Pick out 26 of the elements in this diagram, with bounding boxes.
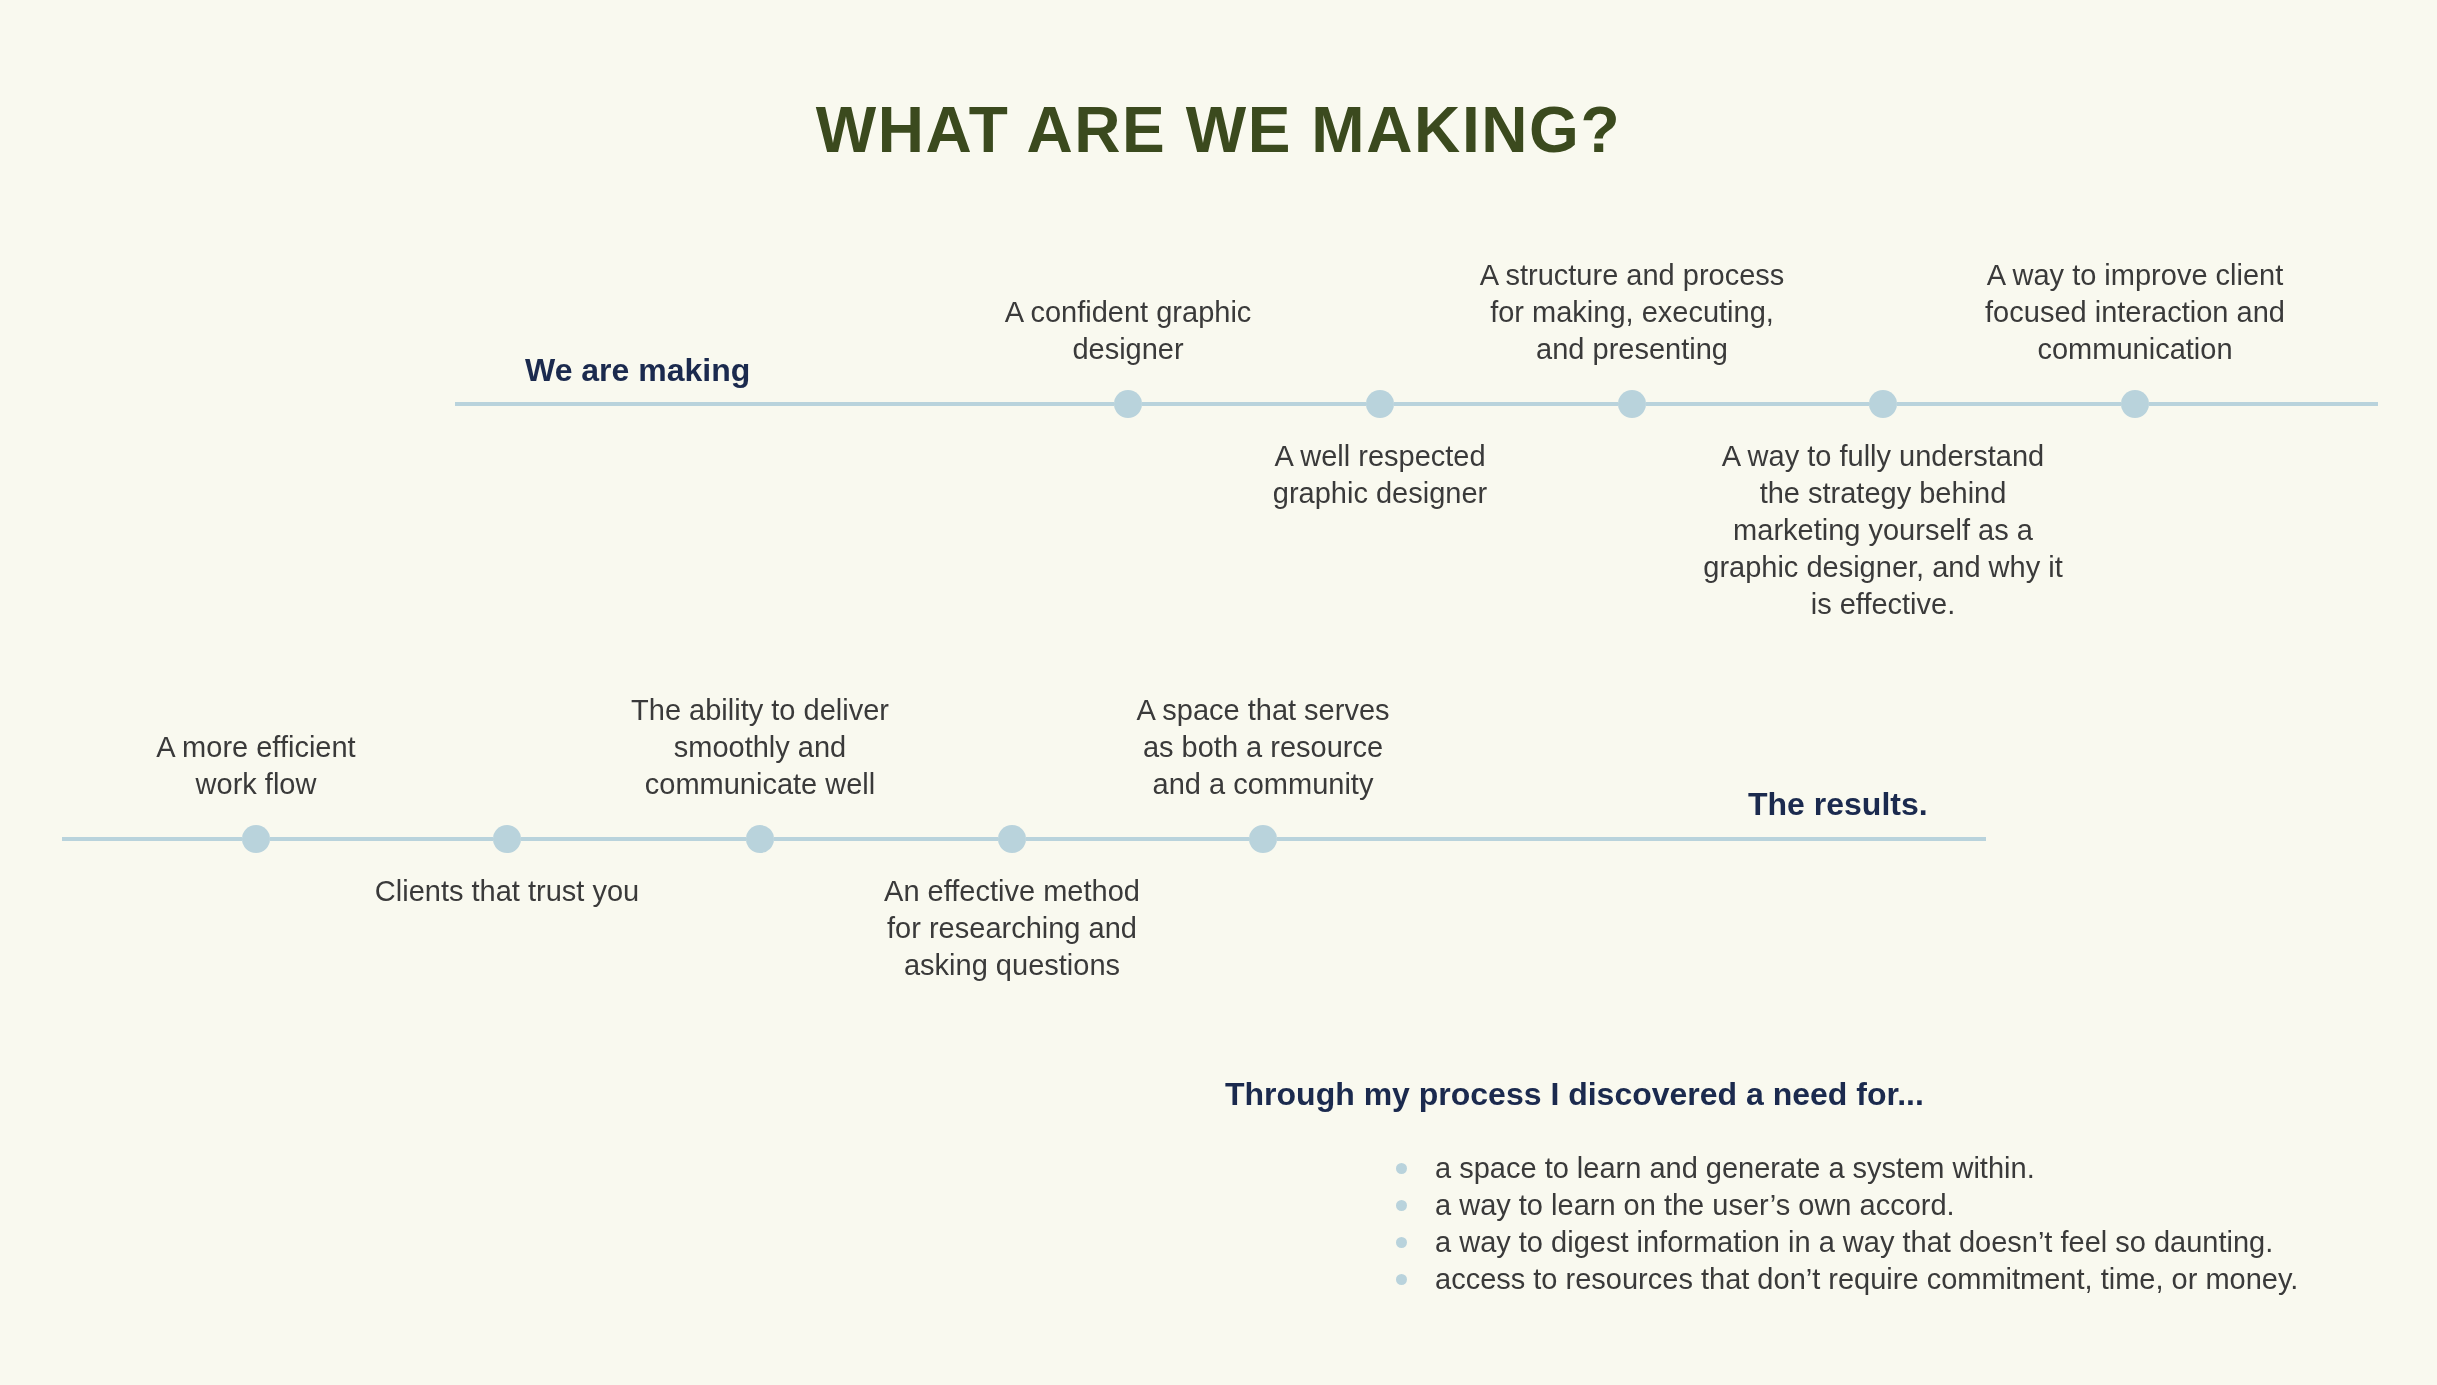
timeline-segment — [521, 837, 746, 841]
timeline-segment — [1646, 402, 1869, 406]
milestone-text: A confident graphic designer — [1003, 295, 1253, 367]
bullet-text: a way to learn on the user’s own accord. — [1435, 1187, 1955, 1223]
bullet-text: a way to digest information in a way that doesn’t feel so daunting. — [1435, 1224, 2274, 1260]
timeline-segment — [1897, 402, 2121, 406]
milestone-text: A space that serves as both a resource and a community — [1135, 693, 1391, 802]
milestone-text: A way to improve client focused interaction and communication — [1984, 258, 2286, 367]
timeline-segment — [1026, 837, 1249, 841]
timeline-segment — [774, 837, 998, 841]
milestone-text: A more efficient work flow — [155, 730, 357, 802]
bullet-text: access to resources that don’t require commitment, time, or money. — [1435, 1261, 2299, 1297]
bullet-text: a space to learn and generate a system within. — [1435, 1150, 2035, 1186]
timeline-segment — [1394, 402, 1618, 406]
milestone-text: A way to fully understand the strategy behind marketing yourself as a graphic designer, and why it is effective. — [1702, 439, 2064, 622]
milestone-text: An effective method for researching and asking questions — [883, 874, 1141, 983]
milestone-text: A well respected graphic designer — [1271, 439, 1489, 511]
milestone-text: The ability to deliver smoothly and communicate well — [630, 693, 890, 802]
title: WHAT ARE WE MAKING? — [815, 93, 1622, 168]
section-heading: We are making — [525, 351, 751, 390]
section-heading: Through my process I discovered a need for... — [1225, 1075, 1924, 1114]
section-heading: The results. — [1748, 785, 1928, 824]
milestone-text: Clients that trust you — [373, 874, 641, 909]
timeline-segment — [270, 837, 493, 841]
milestone-text: A structure and process for making, executing, and presenting — [1478, 258, 1786, 367]
timeline-segment — [1142, 402, 1366, 406]
